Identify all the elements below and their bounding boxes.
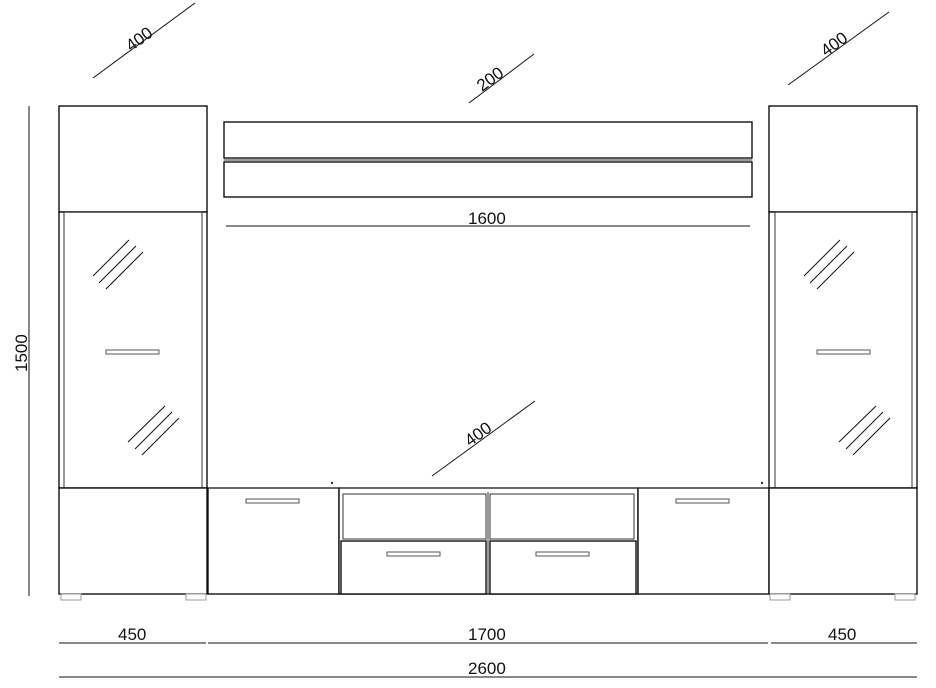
right-cabinet-top-box	[768, 105, 918, 213]
right-cabinet-depth-label: 400	[817, 28, 851, 60]
left-cabinet-width-dimension: 450	[59, 625, 206, 644]
height-label: 1500	[12, 334, 31, 372]
left-glass-door-handle[interactable]	[105, 349, 160, 355]
shelf-depth-dimension: 200	[468, 53, 535, 104]
left-cabinet-depth-label: 400	[122, 23, 156, 55]
right-cabinet	[768, 105, 918, 601]
tv-unit-left-marker	[330, 481, 334, 485]
tv-unit-drawer-left-handle[interactable]	[386, 551, 441, 557]
shelf-width-label: 1600	[468, 209, 506, 228]
tv-unit-right-marker	[760, 481, 764, 485]
center-width-dimension: 1700	[208, 625, 768, 644]
wall-shelf-upper	[223, 121, 753, 159]
left-cabinet-top-box	[58, 105, 208, 213]
tv-unit-drawer-right-handle[interactable]	[535, 551, 590, 557]
right-cabinet-depth-dimension: 400	[787, 11, 890, 86]
right-glass-reflection-top-icon	[803, 239, 855, 290]
tv-unit-left-door	[207, 487, 340, 595]
total-width-label: 2600	[468, 659, 506, 678]
total-width-dimension: 2600	[59, 659, 917, 678]
right-cabinet-foot-right	[894, 593, 916, 601]
tv-unit	[207, 481, 770, 595]
left-glass-reflection-bottom-icon	[127, 405, 180, 456]
tv-unit-right-door-handle[interactable]	[675, 498, 730, 504]
left-cabinet	[58, 105, 208, 601]
height-dimension: 1500	[12, 106, 31, 596]
left-cabinet-foot-right	[185, 593, 207, 601]
tv-unit-open-shelf-left	[342, 493, 487, 540]
right-glass-reflection-bottom-icon	[838, 405, 891, 456]
left-glass-reflection-top-icon	[92, 239, 144, 290]
wall-shelf-lower	[223, 161, 753, 198]
tv-unit-open-shelf-right	[489, 493, 635, 540]
right-cabinet-width-dimension: 450	[771, 625, 917, 644]
left-cabinet-foot-left	[60, 593, 82, 601]
left-cabinet-width-label: 450	[118, 625, 146, 644]
wall-shelf	[223, 121, 753, 198]
left-cabinet-depth-dimension: 400	[92, 2, 196, 79]
right-cabinet-width-label: 450	[828, 625, 856, 644]
center-width-label: 1700	[468, 625, 506, 644]
tv-unit-left-door-handle[interactable]	[245, 498, 300, 504]
tv-unit-drawer-right	[489, 540, 637, 595]
tv-unit-depth-dimension: 400	[431, 400, 536, 477]
left-cabinet-base	[58, 487, 208, 595]
tv-unit-drawer-left	[340, 540, 487, 595]
shelf-depth-label: 200	[473, 63, 507, 95]
tv-unit-right-door	[637, 487, 770, 595]
right-cabinet-base	[768, 487, 918, 595]
right-cabinet-foot-left	[769, 593, 791, 601]
right-glass-door-handle[interactable]	[816, 349, 871, 355]
shelf-width-dimension: 1600	[226, 209, 750, 228]
tv-unit-depth-label: 400	[461, 418, 495, 450]
